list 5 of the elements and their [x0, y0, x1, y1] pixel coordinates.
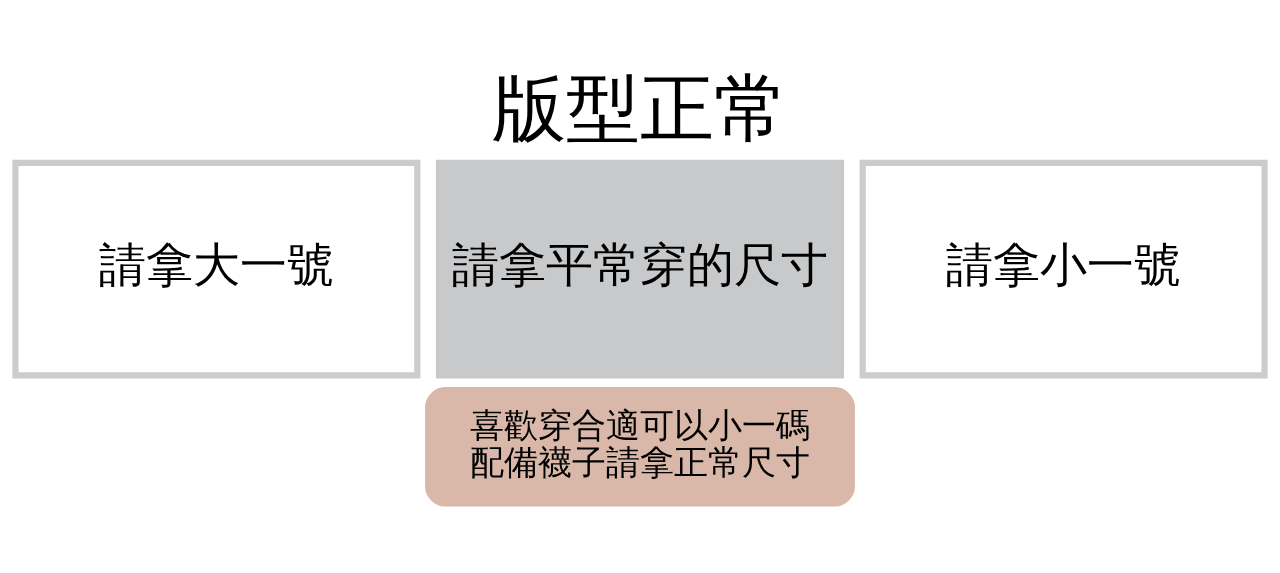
- node-box: 請拿小一號: [859, 159, 1268, 379]
- node-box: 喜歡穿合適可以小一碼 配備襪子請拿正常尺寸: [425, 386, 855, 507]
- diagram-title: 版型正常: [492, 64, 788, 152]
- node-box: 請拿平常穿的尺寸: [435, 159, 845, 379]
- node-box: 請拿大一號: [12, 159, 421, 379]
